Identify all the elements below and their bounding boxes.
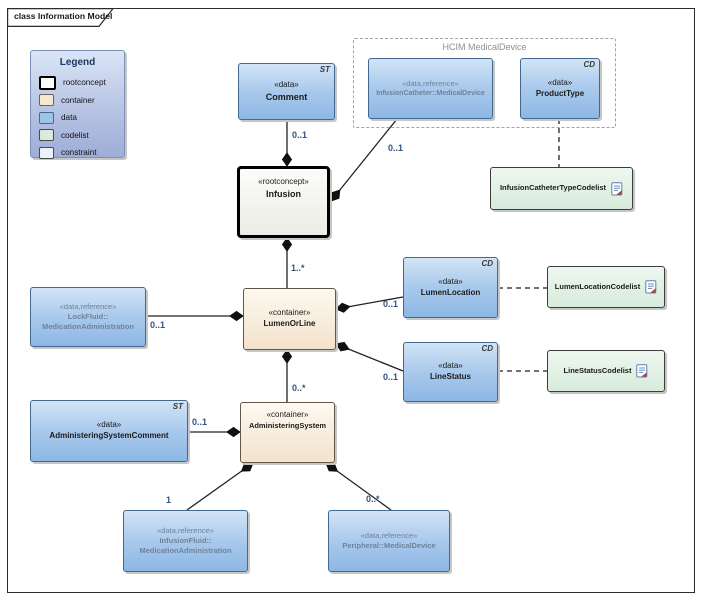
node-infusioncatheter-medicaldevice[interactable]: «data,reference» InfusionCatheter::Medic… <box>368 58 493 119</box>
codelist-swatch <box>39 129 54 142</box>
stereotype: «data,reference» <box>157 525 214 535</box>
node-lumenorline[interactable]: «container» LumenOrLine <box>243 288 336 350</box>
node-name-line1: InfusionFluid:: <box>159 535 212 545</box>
group-hcim-medicaldevice: HCIM MedicalDevice <box>353 38 616 128</box>
stereotype: «data» <box>438 361 463 371</box>
datatype-tag: CD <box>481 344 493 353</box>
node-name-line2: MedicationAdministration <box>41 322 135 332</box>
node-administeringsystemcomment[interactable]: ST «data» AdministeringSystemComment <box>30 400 188 462</box>
node-name: Comment <box>265 91 308 102</box>
multiplicity-label: 0..1 <box>388 143 404 153</box>
multiplicity-label: 0..* <box>366 494 380 504</box>
multiplicity-label: 0..1 <box>292 130 308 140</box>
node-name: LumenLocation <box>420 287 481 297</box>
stereotype: «container» <box>268 308 311 318</box>
document-icon <box>636 364 648 378</box>
stereotype: «data» <box>274 80 299 90</box>
stereotype: «data» <box>547 77 573 87</box>
node-linestatuscodelist[interactable]: LineStatusCodelist <box>547 350 665 392</box>
datatype-tag: CD <box>481 259 493 268</box>
node-infusion[interactable]: «rootconcept» Infusion <box>237 166 330 238</box>
datatype-tag: ST <box>172 402 183 411</box>
legend-item-codelist: codelist <box>39 127 124 145</box>
diagram-tab-label: class Information Model <box>14 11 113 21</box>
node-name: LumenLocationCodelist <box>554 281 641 291</box>
legend-item-label: rootconcept <box>63 78 106 88</box>
multiplicity-label: 0..1 <box>192 417 208 427</box>
node-name: AdministeringSystemComment <box>49 431 169 440</box>
legend-item-container: container <box>39 92 124 110</box>
stereotype: «container» <box>266 410 309 419</box>
legend-item-label: codelist <box>61 130 89 140</box>
multiplicity-label: 0..* <box>292 383 306 393</box>
node-name: Infusion <box>266 188 301 199</box>
stereotype: «data,reference» <box>59 301 117 311</box>
node-linestatus[interactable]: CD «data» LineStatus <box>403 342 498 402</box>
legend-item-data: data <box>39 109 124 127</box>
datatype-tag: CD <box>583 60 595 69</box>
data-swatch <box>39 111 54 124</box>
node-peripheral-medicaldevice[interactable]: «data,reference» Peripheral::MedicalDevi… <box>328 510 450 572</box>
multiplicity-label: 1..* <box>291 263 305 273</box>
multiplicity-label: 0..1 <box>383 372 399 382</box>
stereotype: «data» <box>438 276 463 286</box>
stereotype: «rootconcept» <box>258 177 309 186</box>
document-icon <box>645 280 657 294</box>
node-name: LineStatusCodelist <box>563 365 632 375</box>
legend-item-label: container <box>61 95 95 105</box>
legend-item-rootconcept: rootconcept <box>39 74 124 92</box>
legend-item-constraint: constraint <box>39 144 124 162</box>
node-producttype[interactable]: CD «data» ProductType <box>520 58 600 119</box>
stereotype: «data,reference» <box>360 530 418 540</box>
node-name-line2: MedicationAdministration <box>139 546 232 556</box>
diagram-frame <box>7 8 695 593</box>
legend[interactable]: Legend rootconcept container data codeli… <box>30 50 125 159</box>
node-name-line1: LockFluid:: <box>67 311 109 321</box>
multiplicity-label: 0..1 <box>383 299 399 309</box>
node-name: LumenOrLine <box>263 319 316 328</box>
legend-item-label: constraint <box>61 148 97 158</box>
node-lumenlocationcodelist[interactable]: LumenLocationCodelist <box>547 266 665 308</box>
group-title: HCIM MedicalDevice <box>442 42 527 52</box>
node-infusioncathetertypecodelist[interactable]: InfusionCatheterTypeCodelist <box>490 167 633 210</box>
node-comment[interactable]: ST «data» Comment <box>238 63 335 120</box>
node-lumenlocation[interactable]: CD «data» LumenLocation <box>403 257 498 318</box>
document-icon <box>611 181 623 195</box>
stereotype: «data,reference» <box>402 78 459 88</box>
node-name: AdministeringSystem <box>248 420 327 430</box>
diagram-tab-shape <box>7 8 115 27</box>
datatype-tag: ST <box>319 65 330 74</box>
container-swatch <box>39 94 54 107</box>
multiplicity-label: 0..1 <box>150 320 166 330</box>
node-administeringsystem[interactable]: «container» AdministeringSystem <box>240 402 335 463</box>
node-lockfluid-medicationadministration[interactable]: «data,reference» LockFluid:: MedicationA… <box>30 287 146 347</box>
node-name: InfusionCatheterTypeCodelist <box>499 183 607 193</box>
node-name: InfusionCatheter::MedicalDevice <box>376 89 485 97</box>
legend-item-label: data <box>61 113 77 123</box>
node-name: LineStatus <box>430 372 471 381</box>
constraint-swatch <box>39 146 54 159</box>
multiplicity-label: 1 <box>166 495 172 505</box>
rootconcept-swatch <box>39 75 56 90</box>
diagram-tab: class Information Model <box>7 8 127 27</box>
node-infusionfluid-medicationadministration[interactable]: «data,reference» InfusionFluid:: Medicat… <box>123 510 248 572</box>
node-name: Peripheral::MedicalDevice <box>342 541 436 550</box>
node-name: ProductType <box>535 88 585 98</box>
legend-title: Legend <box>59 57 96 68</box>
stereotype: «data» <box>96 420 122 430</box>
